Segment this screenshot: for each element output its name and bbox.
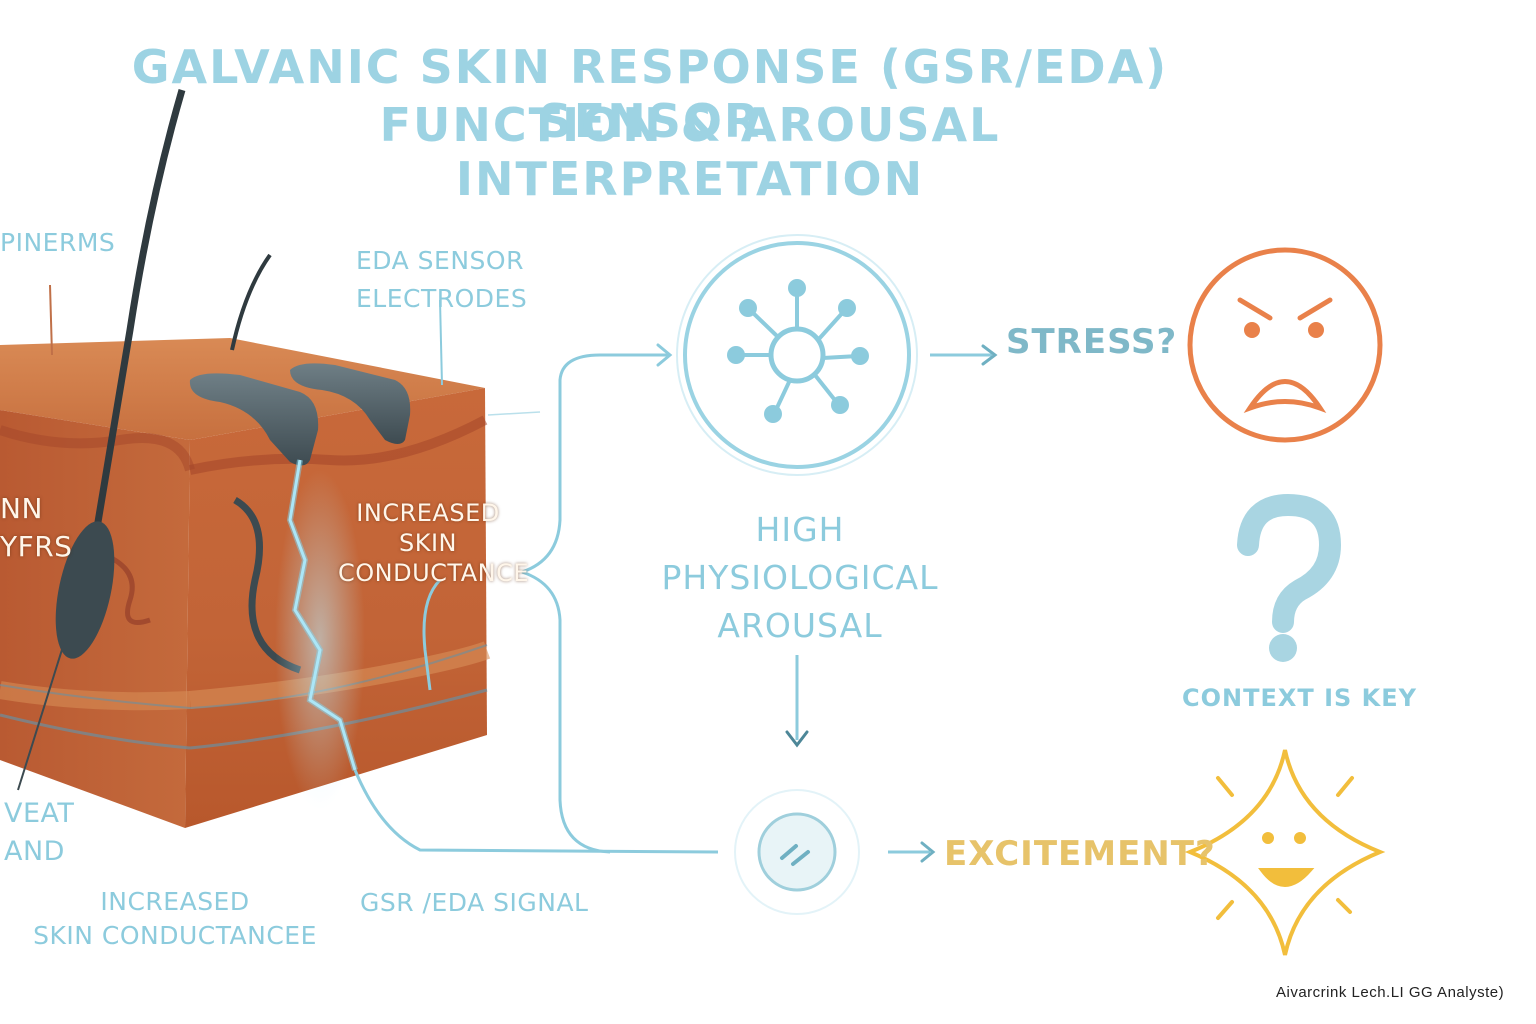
layers-label-line-2: YFRS: [0, 530, 73, 563]
signal-label: GSR /EDA SIGNAL: [360, 888, 589, 917]
flow-lines: [353, 353, 992, 854]
flow-arrowheads: [656, 343, 998, 863]
conductance-inner-label: INCREASED SKIN CONDUCTANCE: [338, 498, 529, 588]
arousal-label: HIGH PHYSIOLOGICAL AROUSAL: [640, 506, 960, 650]
sweat-label-line-2: AND: [4, 836, 65, 867]
conductance-bottom-label: INCREASED SKIN CONDUCTANCEE: [30, 885, 320, 953]
context-label: CONTEXT IS KEY: [1182, 684, 1418, 712]
arousal-label-line-1: HIGH: [755, 510, 845, 549]
sweat-label-line-1: VEAT: [4, 798, 75, 829]
sweat-gland-label: VEAT AND: [4, 795, 74, 871]
epidermis-label: PINERMS: [0, 228, 116, 257]
conductance-inner-line-2: SKIN: [398, 529, 457, 557]
conductance-inner-line-3: CONDUCTANCE: [338, 559, 529, 587]
electrodes-label: EDA SENSOR ELECTRODES: [356, 242, 527, 318]
arousal-label-line-2: PHYSIOLOGICAL: [661, 558, 939, 597]
happy-star-icon: [1184, 749, 1386, 956]
conductance-inner-line-1: INCREASED: [356, 499, 500, 527]
sensor-disc-icon: [734, 789, 860, 915]
footer-credit: Aivarcrink Lech.LI GG Analyste): [1276, 984, 1505, 1001]
layers-label-line-1: NN: [0, 492, 43, 525]
title-line-2: FUNCTION & AROUSAL INTERPRETATION: [379, 98, 1001, 206]
network-node-icon: [676, 234, 918, 476]
excitement-label: EXCITEMENT?: [944, 834, 1216, 874]
title-line-1: GALVANIC SKIN RESPONSE (GSR/EDA) SENSOR: [131, 40, 1169, 148]
layers-label: NN YFRS: [0, 490, 72, 566]
conductance-bottom-line-1: INCREASED: [100, 887, 250, 916]
conductance-bottom-line-2: SKIN CONDUCTANCEE: [33, 921, 317, 950]
electrodes-label-line-1: EDA SENSOR: [356, 246, 524, 275]
electrodes-label-line-2: ELECTRODES: [356, 284, 528, 313]
eda-electrodes: [189, 363, 411, 466]
question-mark-icon: [1237, 493, 1342, 662]
electric-signal: [275, 459, 365, 810]
hair-follicle: [17, 89, 443, 791]
stress-label: STRESS?: [1006, 322, 1178, 362]
angry-face-icon: [1187, 247, 1383, 443]
arousal-label-line-3: AROUSAL: [717, 606, 883, 645]
